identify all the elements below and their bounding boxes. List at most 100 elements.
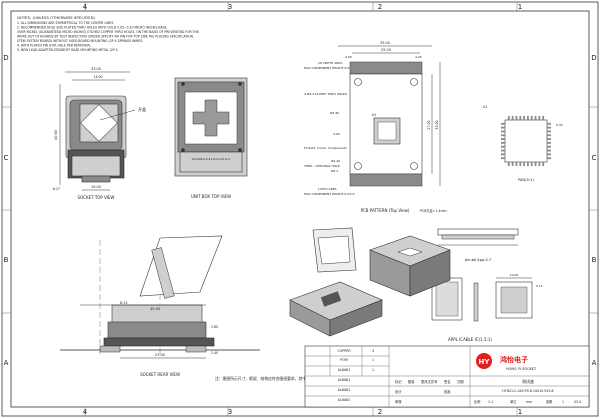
ic-pad-caption: PAD(5:1) (518, 178, 534, 182)
ic-pad (523, 162, 525, 166)
notes-line-1: 1. ALL DIMENSIONS ARE SYMMETRICAL TO THE… (17, 21, 113, 25)
ic-dim-side: 5.15 (536, 284, 543, 288)
ic-pad (501, 134, 505, 137)
sheet-value: 1 (562, 400, 564, 404)
tb-header-1: 数量 (408, 379, 415, 384)
tb-header-4: 日期 (457, 379, 464, 384)
tb-rev-2: 批准 (444, 389, 451, 394)
ic-pad (542, 116, 545, 120)
frame-col-1: 1 (518, 3, 522, 11)
unit-box-view: LYCA040-9-41-0-0-0-0-0-0 UNIT BOX TOP VI… (174, 77, 248, 199)
unit-box-model: LYCA040-9-41-0-0-0-0-0-0 (192, 157, 231, 161)
pcb-dim-top-inner: 25.20 (381, 48, 391, 52)
ic-pad (501, 130, 505, 133)
frame-row-b-right: B (592, 256, 597, 264)
notes-line-3: OVER NICKEL (GUARANTEED MICRO INCHES) ET… (17, 30, 199, 34)
side-dim-d: 23.00 (155, 353, 165, 357)
ic-pad (538, 162, 541, 166)
ic-pad (547, 138, 551, 140)
socket-iso-closed (369, 235, 451, 297)
frame-row-d-right: D (591, 54, 596, 62)
ic-dim-10: 10.00 (510, 273, 519, 277)
bom-row-3-qty: 1 (372, 368, 374, 372)
bom-row-2-qty: 1 (372, 358, 374, 362)
notes-line-5: STEM SYSTEM BOARD) WITHOUT USED BOARD MO… (17, 39, 143, 43)
ic-pad (542, 162, 545, 166)
bom-row-4-part: AL6061 (338, 378, 350, 382)
frame-row-a-right: A (592, 359, 597, 367)
pcb-scale-note: PCB孔径=1.4mm (420, 208, 447, 213)
pcb-dim-right-a: 33.00 (435, 120, 439, 129)
applicable-ic-view: 10.00 5.15 APPL ICABLE IC(1.5:1) (431, 273, 543, 342)
frame-col-3-bottom: 3 (228, 408, 232, 416)
tb-header-0: 标记 (395, 379, 402, 384)
notes-line-2: 2. RECOMMENDED HOLE SIZE PLATED THRU HOL… (17, 26, 168, 30)
ic-pad (501, 122, 505, 125)
ic-pad (501, 142, 505, 144)
pcb-label-forbid: Forbidd. Comp. Components (304, 146, 347, 150)
side-dim-b: 45.00 (150, 307, 160, 311)
ic-pad (547, 126, 551, 129)
title-block: COPPER 4 POM 1 AL6061 1 AL6061 AL6061 AL… (304, 345, 590, 408)
ic-pad (547, 122, 551, 125)
svg-text:HY: HY (479, 358, 491, 366)
ic-pad (501, 149, 505, 152)
ic-pad (501, 153, 505, 156)
frame-row-c-right: C (592, 154, 597, 162)
pcb-io-area (349, 61, 423, 75)
tb-header-3: 签名 (444, 379, 451, 384)
ic-pad (547, 130, 551, 133)
pcb-label-maxcomp: MAX COMPONENT HEIGHT 0.5mm (304, 66, 355, 70)
ic-pad (547, 145, 551, 148)
ic-pad (519, 162, 522, 166)
ic-pad (501, 145, 505, 148)
part-number: HYDZ-LC-040-P0.8-10X10.5X3.8 (502, 389, 553, 393)
pcb-label-hole-1: Ø3.40 (330, 110, 339, 115)
bom-row-6-part: AL6061 (338, 398, 350, 402)
ic-pad (530, 116, 533, 120)
ic-appl-caption: APPL ICABLE IC(1.5:1) (448, 337, 492, 342)
tb-rev-0: 设计 (395, 389, 402, 394)
bom-row-2-part: POM (340, 358, 348, 362)
frame-col-2: 2 (378, 3, 382, 11)
bom-row-3-part: AL6061 (338, 368, 350, 372)
pcb-dim-right-b: 27.00 (427, 120, 431, 129)
socket-top-dim-bottom: 19.00 (91, 185, 101, 189)
ic-label-a1: A1 (483, 105, 488, 109)
ic-pad (530, 162, 533, 166)
pcb-dim-top-outer: 35.00 (380, 41, 390, 45)
ic-pad (523, 116, 525, 120)
pcb-label-holes: 4-Ø3.4 PLATED THRU HOLES (304, 91, 347, 96)
unit-value: mm (526, 400, 532, 404)
pcb-dim-top-a: 4.00 (345, 55, 352, 59)
ic-pad (507, 162, 510, 166)
frame-row-c: C (4, 154, 9, 162)
ic-pad (527, 116, 529, 120)
notes-line-6: 4. WITH PLATED PIN (FOR HOLE PER REMOVER… (17, 44, 91, 48)
ic-pad (507, 116, 510, 120)
socket-top-dim-width: 33.00 (91, 67, 101, 71)
pcb-label-maxcomp-2: MAX COMPONENT HEIGHT 0.5mm (304, 192, 355, 196)
socket-top-dim-side: 6.27 (53, 187, 60, 191)
bom-row-5-part: AL6061 (338, 388, 350, 392)
side-dim-e: 2.40 (211, 351, 218, 355)
pcb-dim-top-b: 4.25 (415, 55, 422, 59)
notes-title: NOTES: (UNLESS OTHERWISE SPECIFIED) (17, 15, 96, 20)
pcb-label-a1: A1 (372, 113, 376, 117)
unit-label: 单位 (510, 399, 517, 404)
pcb-label-thru: THRU - OPTIONAL HOLE (303, 164, 340, 168)
ic-pad (501, 126, 505, 129)
socket-top-caption: SOCKET TOP VIEW (77, 195, 114, 200)
notes-line-4: WORK OUT OF BOARDS BY TEST INSPECTION (O… (17, 35, 194, 39)
frame-row-d: D (3, 54, 8, 62)
frame-col-2-bottom: 2 (378, 408, 382, 416)
ic-pad (534, 116, 537, 120)
ic-pin-caption: pin-ø0.4pp-0.7 (465, 258, 491, 262)
socket-top-dim-height: 40.60 (54, 130, 58, 140)
frame-col-3: 3 (228, 3, 232, 11)
ic-pad (547, 134, 551, 137)
socket-top-label-open: 开盖 (138, 106, 146, 112)
ic-pad (547, 142, 551, 144)
socket-top-dim-inner: 14.00 (93, 75, 102, 79)
